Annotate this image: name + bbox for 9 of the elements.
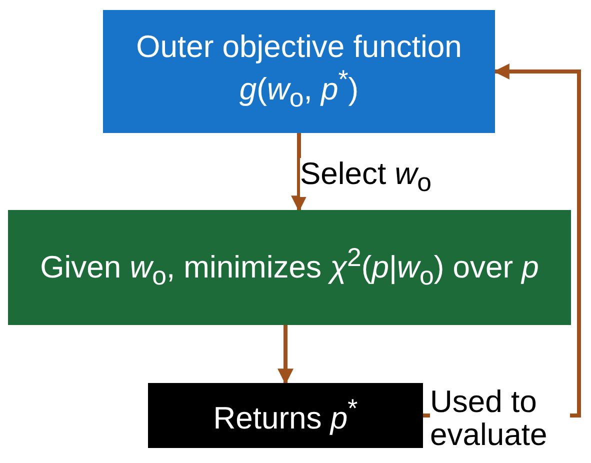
edge-label: Select w$_{o}$ bbox=[300, 158, 432, 198]
objective-box bbox=[103, 10, 495, 133]
process-box bbox=[8, 210, 571, 325]
node-text: Returns p$^{*}$ bbox=[213, 394, 358, 437]
arrow bbox=[291, 133, 307, 212]
result-box bbox=[148, 383, 423, 448]
arrow bbox=[278, 325, 294, 385]
node-text: Outer objective function g(w$_{o}$, p$^{*}$) bbox=[135, 28, 463, 115]
node-text: Given w$_{o}$, minimizes χ$^{2}$(p|w$_{o}$) over p bbox=[40, 242, 539, 292]
